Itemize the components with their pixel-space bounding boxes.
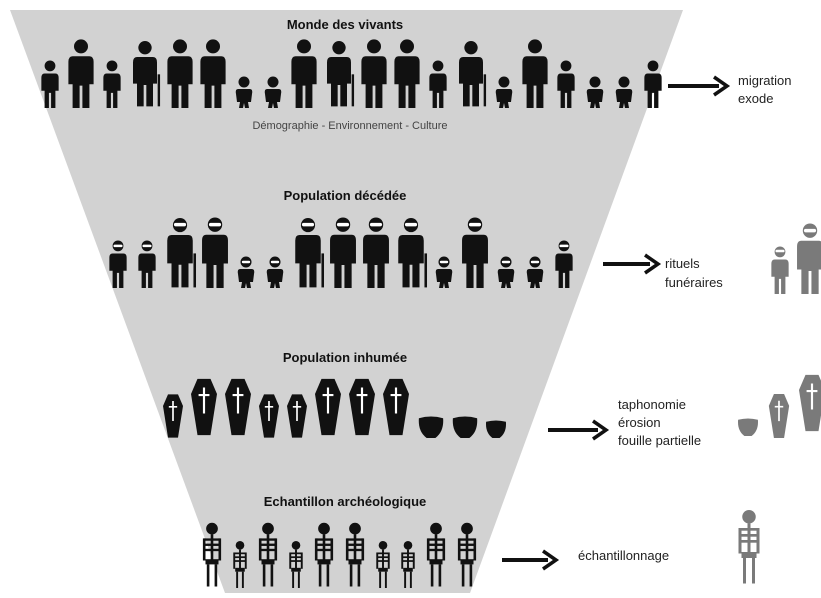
level-title-living: Monde des vivants — [286, 17, 404, 32]
urn-icon — [738, 418, 758, 436]
side-label-funeraires: funéraires — [665, 275, 723, 290]
level-subtitle-living: Démographie - Environnement - Culture — [252, 120, 448, 132]
level-title-buried: Population inhumée — [282, 350, 408, 365]
mask-band — [270, 260, 280, 264]
arrow-head-icon — [592, 419, 610, 441]
masked-person-icon — [771, 246, 789, 294]
side-label-migration: migration — [738, 73, 792, 88]
mask-band — [173, 222, 187, 227]
mask-band — [241, 260, 251, 264]
coffin-icon — [799, 374, 821, 432]
skeleton-icon — [738, 510, 760, 584]
mask-band — [501, 260, 511, 264]
mask-band — [142, 244, 152, 248]
side-label-erosion: érosion — [618, 415, 661, 430]
funnel-shape — [10, 10, 683, 593]
side-label-exode: exode — [738, 91, 774, 106]
mask-band — [208, 222, 222, 227]
mask-band — [404, 222, 418, 227]
arrow-head-icon — [542, 549, 560, 571]
mask-band — [336, 222, 350, 227]
side-label-taphonomie: taphonomie — [618, 397, 686, 412]
mask-band — [468, 222, 482, 227]
mask-band — [439, 260, 449, 264]
mask-band — [559, 244, 569, 248]
mask-band — [113, 244, 123, 248]
mask-band — [775, 249, 785, 253]
mask-band — [301, 222, 315, 227]
mask-band — [803, 228, 817, 233]
mask-band — [369, 222, 383, 227]
mask-band — [530, 260, 540, 264]
masked-person-icon — [797, 223, 821, 294]
arrow-head-icon — [713, 75, 731, 97]
level-title-sample: Echantillon archéologique — [263, 494, 427, 509]
arrow-head-icon — [644, 253, 662, 275]
side-label-rituels: rituels — [665, 256, 700, 271]
side-label-echantillonnage: échantillonnage — [578, 548, 670, 563]
coffin-icon — [768, 394, 790, 438]
level-title-deceased: Population décédée — [283, 188, 407, 203]
side-label-fouille-partielle: fouille partielle — [618, 433, 702, 448]
